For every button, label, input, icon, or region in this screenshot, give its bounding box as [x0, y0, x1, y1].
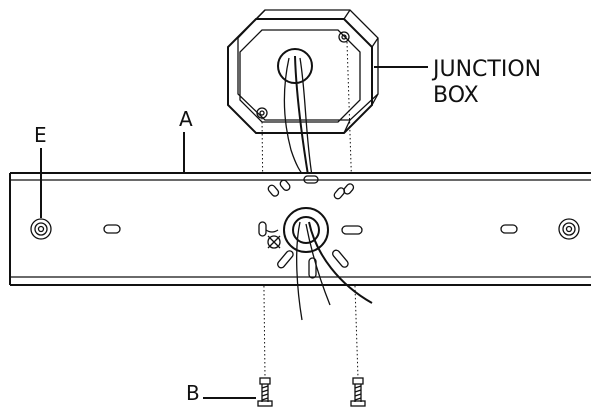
- junction-box-label-line1: JUNCTION: [431, 57, 541, 82]
- ground-screw: [265, 229, 281, 249]
- screw-b-right: [350, 377, 366, 407]
- label-b: B: [186, 381, 200, 405]
- wire-ground: [305, 223, 331, 306]
- junction-box: [227, 9, 379, 178]
- label-a: A: [179, 107, 193, 131]
- center-knockout: [283, 207, 329, 253]
- slot-right: [500, 224, 518, 234]
- mounting-screw-right: [558, 218, 580, 240]
- mounting-bar: [9, 172, 591, 286]
- wire-black: [308, 221, 373, 304]
- alignment-line-left: [261, 117, 266, 379]
- screw-b-left: [257, 377, 273, 407]
- mounting-screw-left: [30, 218, 52, 240]
- junction-screw-hole-right: [338, 31, 350, 43]
- junction-box-label-line2: BOX: [433, 83, 479, 108]
- label-e: E: [34, 123, 47, 147]
- wire-white: [296, 221, 303, 321]
- junction-knockout: [277, 48, 313, 84]
- slot-left: [103, 224, 121, 234]
